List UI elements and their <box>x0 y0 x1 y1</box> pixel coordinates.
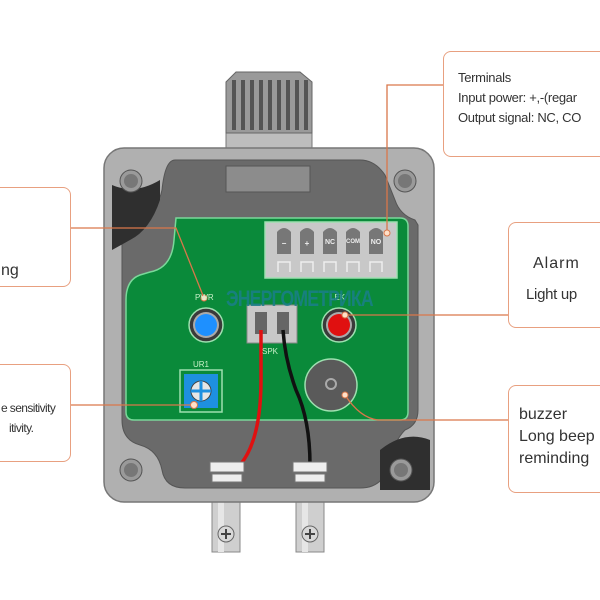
alarm-led <box>321 307 357 343</box>
black-wire <box>281 329 312 466</box>
callout-sensitivity: e sensitivity itivity. <box>0 364 71 462</box>
callout-sensitivity-line: itivity. <box>9 421 34 435</box>
callout-terminals-line: Output signal: NC, CO <box>458 110 582 125</box>
cable-gland <box>225 71 313 151</box>
mounting-tab-right <box>295 499 325 553</box>
buzzer <box>304 358 358 412</box>
callout-alarm-title: Alarm <box>533 255 580 272</box>
mounting-tab-left <box>211 499 241 553</box>
callout-terminals-title: Terminals <box>458 70 511 85</box>
terminal-nc-label: NC <box>324 239 336 246</box>
callout-buzzer-line: reminding <box>519 450 590 467</box>
pwr-label: PWR <box>195 293 214 302</box>
sensitivity-potentiometer <box>179 369 223 413</box>
terminal-com-label: COM <box>346 239 360 245</box>
cable-clamps <box>209 461 328 483</box>
callout-alarm-line: Light up <box>526 286 577 303</box>
callout-terminals: Terminals Input power: +,-(regar Output … <box>443 51 600 157</box>
terminal-block <box>264 221 398 279</box>
callout-power: ng <box>0 187 71 287</box>
label-window <box>225 165 311 193</box>
terminal-plus-label: + <box>304 239 310 248</box>
watermark: ЭНЕРГОМЕТРИКА <box>226 286 374 311</box>
leader-dots <box>190 229 391 409</box>
spk-label: SPK <box>262 347 279 356</box>
leader-lines <box>70 84 508 421</box>
red-wire <box>238 330 263 467</box>
callout-alarm: Alarm Light up <box>508 222 600 328</box>
enclosure-slot-left <box>112 180 160 250</box>
callout-buzzer-title: buzzer <box>519 406 568 423</box>
lek-label: LEK <box>330 293 346 302</box>
callout-buzzer: buzzer Long beep reminding <box>508 385 600 493</box>
callout-sensitivity-line: e sensitivity <box>1 401 56 415</box>
terminal-no-label: NO <box>370 239 382 246</box>
corner-screws <box>119 169 417 482</box>
callout-power-line: ng <box>1 262 19 279</box>
callout-terminals-line: Input power: +,-(regar <box>458 90 577 105</box>
terminal-minus-label: − <box>281 239 287 248</box>
speaker-connector <box>246 304 298 344</box>
ur1-label: UR1 <box>193 360 210 369</box>
pwr-led <box>188 307 224 343</box>
callout-buzzer-line: Long beep <box>519 428 595 445</box>
